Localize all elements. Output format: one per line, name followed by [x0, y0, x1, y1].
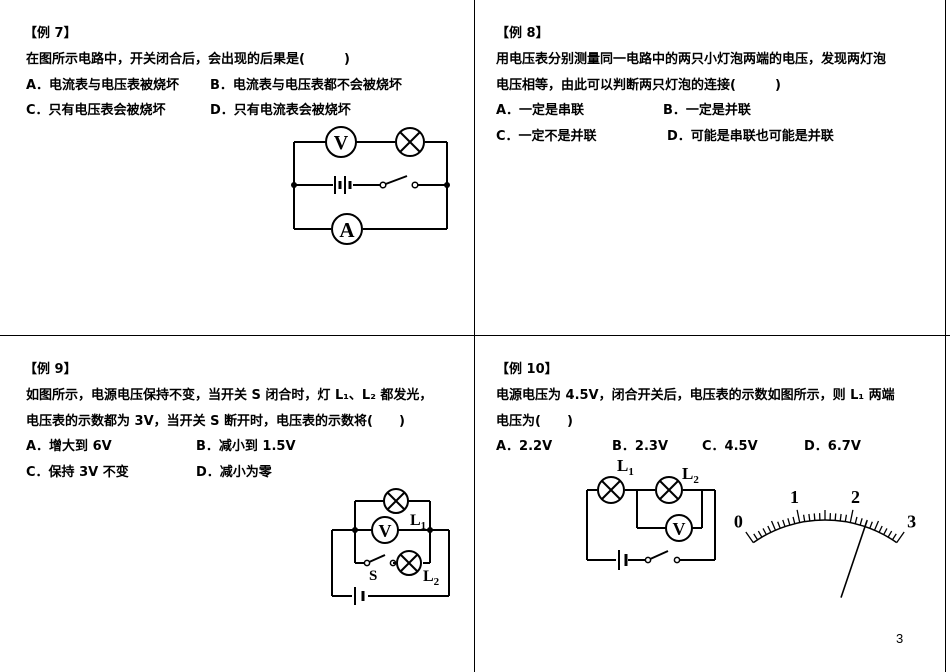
meter-tick: [767, 525, 772, 533]
label-l2: L2: [682, 464, 699, 486]
lamp-icon: [655, 476, 683, 504]
example-8-option-c: C．一定不是并联: [496, 129, 597, 144]
lamp-icon: [396, 550, 422, 576]
meter-tick: [891, 533, 897, 541]
vertical-divider: [474, 0, 475, 672]
meter-tick: [745, 531, 754, 543]
lamp-icon: [395, 127, 425, 157]
meter-tick: [757, 530, 763, 538]
example-7-option-a: A．电流表与电压表被烧坏: [26, 78, 180, 93]
svg-text:A: A: [339, 218, 355, 242]
example-9-question-line-2: 电压表的示数都为 3V，当开关 S 断开时，电压表的示数将( ): [26, 414, 405, 429]
switch-contact-icon: [363, 559, 371, 567]
meter-tick: [808, 513, 811, 522]
example-10-option-d: D．6.7V: [804, 439, 861, 454]
meter-tick-label: 2: [851, 487, 860, 507]
meter-labels: 0 1 2 3: [734, 487, 916, 531]
svg-text:V: V: [673, 519, 686, 539]
example-8-option-b: B．一定是并联: [663, 103, 751, 118]
example-7-question: 在图所示电路中，开关闭合后，会出现的后果是( ): [26, 52, 350, 67]
voltmeter-icon: V: [371, 516, 399, 544]
label-l2: L2: [423, 568, 440, 588]
meter-tick: [887, 530, 893, 538]
example-9-option-b: B．减小到 1.5V: [196, 439, 296, 454]
lamp-icon: [383, 488, 409, 514]
voltmeter-icon: V: [665, 514, 693, 542]
page-number: 3: [896, 631, 904, 646]
example-9-circuit-diagram: V L1 S L2: [331, 488, 450, 605]
meter-needle: [840, 520, 868, 598]
battery-icon: [354, 587, 365, 605]
meter-tick: [792, 516, 796, 524]
meter-tick: [813, 513, 816, 521]
meter-tick: [802, 514, 806, 522]
example-7-circuit-diagram: V A: [291, 126, 450, 245]
svg-text:V: V: [334, 132, 349, 154]
battery-icon: [618, 550, 628, 570]
horizontal-divider: [0, 335, 950, 336]
example-7-option-c: C．只有电压表会被烧坏: [26, 103, 166, 118]
meter-scale-arc: [752, 519, 898, 544]
svg-text:V: V: [379, 521, 392, 541]
example-8-heading: 【例 8】: [496, 26, 549, 41]
example-10-option-c: C．4.5V: [702, 439, 758, 454]
example-9-option-c: C．保持 3V 不变: [26, 465, 129, 480]
label-l1: L1: [410, 512, 426, 532]
example-10-circuit-diagram: V L1 L2: [586, 456, 716, 570]
example-10-heading: 【例 10】: [496, 362, 558, 377]
meter-tick: [796, 509, 801, 523]
meter-tick: [873, 520, 880, 531]
example-7-option-b: B．电流表与电压表都不会被烧坏: [210, 78, 402, 93]
example-7-heading: 【例 7】: [24, 26, 77, 41]
ammeter-icon: A: [331, 213, 363, 245]
meter-tick: [878, 525, 883, 533]
example-10-option-a: A．2.2V: [496, 439, 553, 454]
example-10-question-line-1: 电源电压为 4.5V，闭合开关后，电压表的示数如图所示，则 L₁ 两端: [496, 388, 895, 403]
meter-tick-label: 3: [907, 511, 916, 531]
example-7-option-d: D．只有电流表会被烧坏: [210, 103, 351, 118]
meter-tick: [896, 531, 905, 543]
example-10-option-b: B．2.3V: [612, 439, 668, 454]
example-8-question-line-2: 电压相等，由此可以判断两只灯泡的连接( ): [496, 78, 781, 93]
example-8-option-a: A．一定是串联: [496, 103, 585, 118]
label-s: S: [369, 568, 377, 584]
meter-tick: [787, 518, 791, 526]
meter-tick: [782, 519, 786, 527]
meter-tick: [753, 533, 759, 541]
example-8-question-line-1: 用电压表分别测量同一电路中的两只小灯泡两端的电压，发现两灯泡: [496, 52, 887, 67]
example-9-heading: 【例 9】: [24, 362, 77, 377]
junction-dot-icon: [352, 527, 358, 533]
example-9-option-d: D．减小为零: [196, 465, 272, 480]
meter-tick-label: 1: [790, 487, 799, 507]
meter-tick: [834, 513, 837, 521]
label-l1: L1: [617, 456, 634, 478]
meter-tick: [849, 509, 854, 523]
meter-tick: [869, 521, 873, 529]
meter-tick: [762, 528, 767, 535]
meter-tick: [844, 514, 848, 522]
example-9-question-line-1: 如图所示，电源电压保持不变，当开关 S 闭合时，灯 L₁、L₂ 都发光，: [26, 388, 433, 403]
voltmeter-icon: V: [325, 126, 357, 158]
meter-tick-label: 0: [734, 511, 743, 531]
meter-tick: [839, 513, 842, 522]
switch-contact-icon: [644, 556, 652, 564]
example-9-option-a: A．增大到 6V: [26, 439, 112, 454]
switch-contact-icon: [379, 181, 387, 189]
example-8-option-d: D．可能是串联也可能是并联: [667, 129, 834, 144]
meter-tick: [859, 518, 863, 526]
meter-ticks: [745, 509, 905, 543]
lamp-icon: [597, 476, 625, 504]
meter-tick: [770, 520, 777, 531]
meter-tick: [854, 516, 858, 524]
junction-dot-icon: [291, 182, 297, 188]
page-border-right: [945, 0, 946, 672]
battery-icon: [334, 176, 352, 194]
example-10-question-line-2: 电压为( ): [496, 414, 573, 429]
meter-tick: [883, 528, 888, 535]
meter-tick: [777, 521, 781, 529]
voltmeter-dial: 0 1 2 3: [734, 487, 916, 598]
